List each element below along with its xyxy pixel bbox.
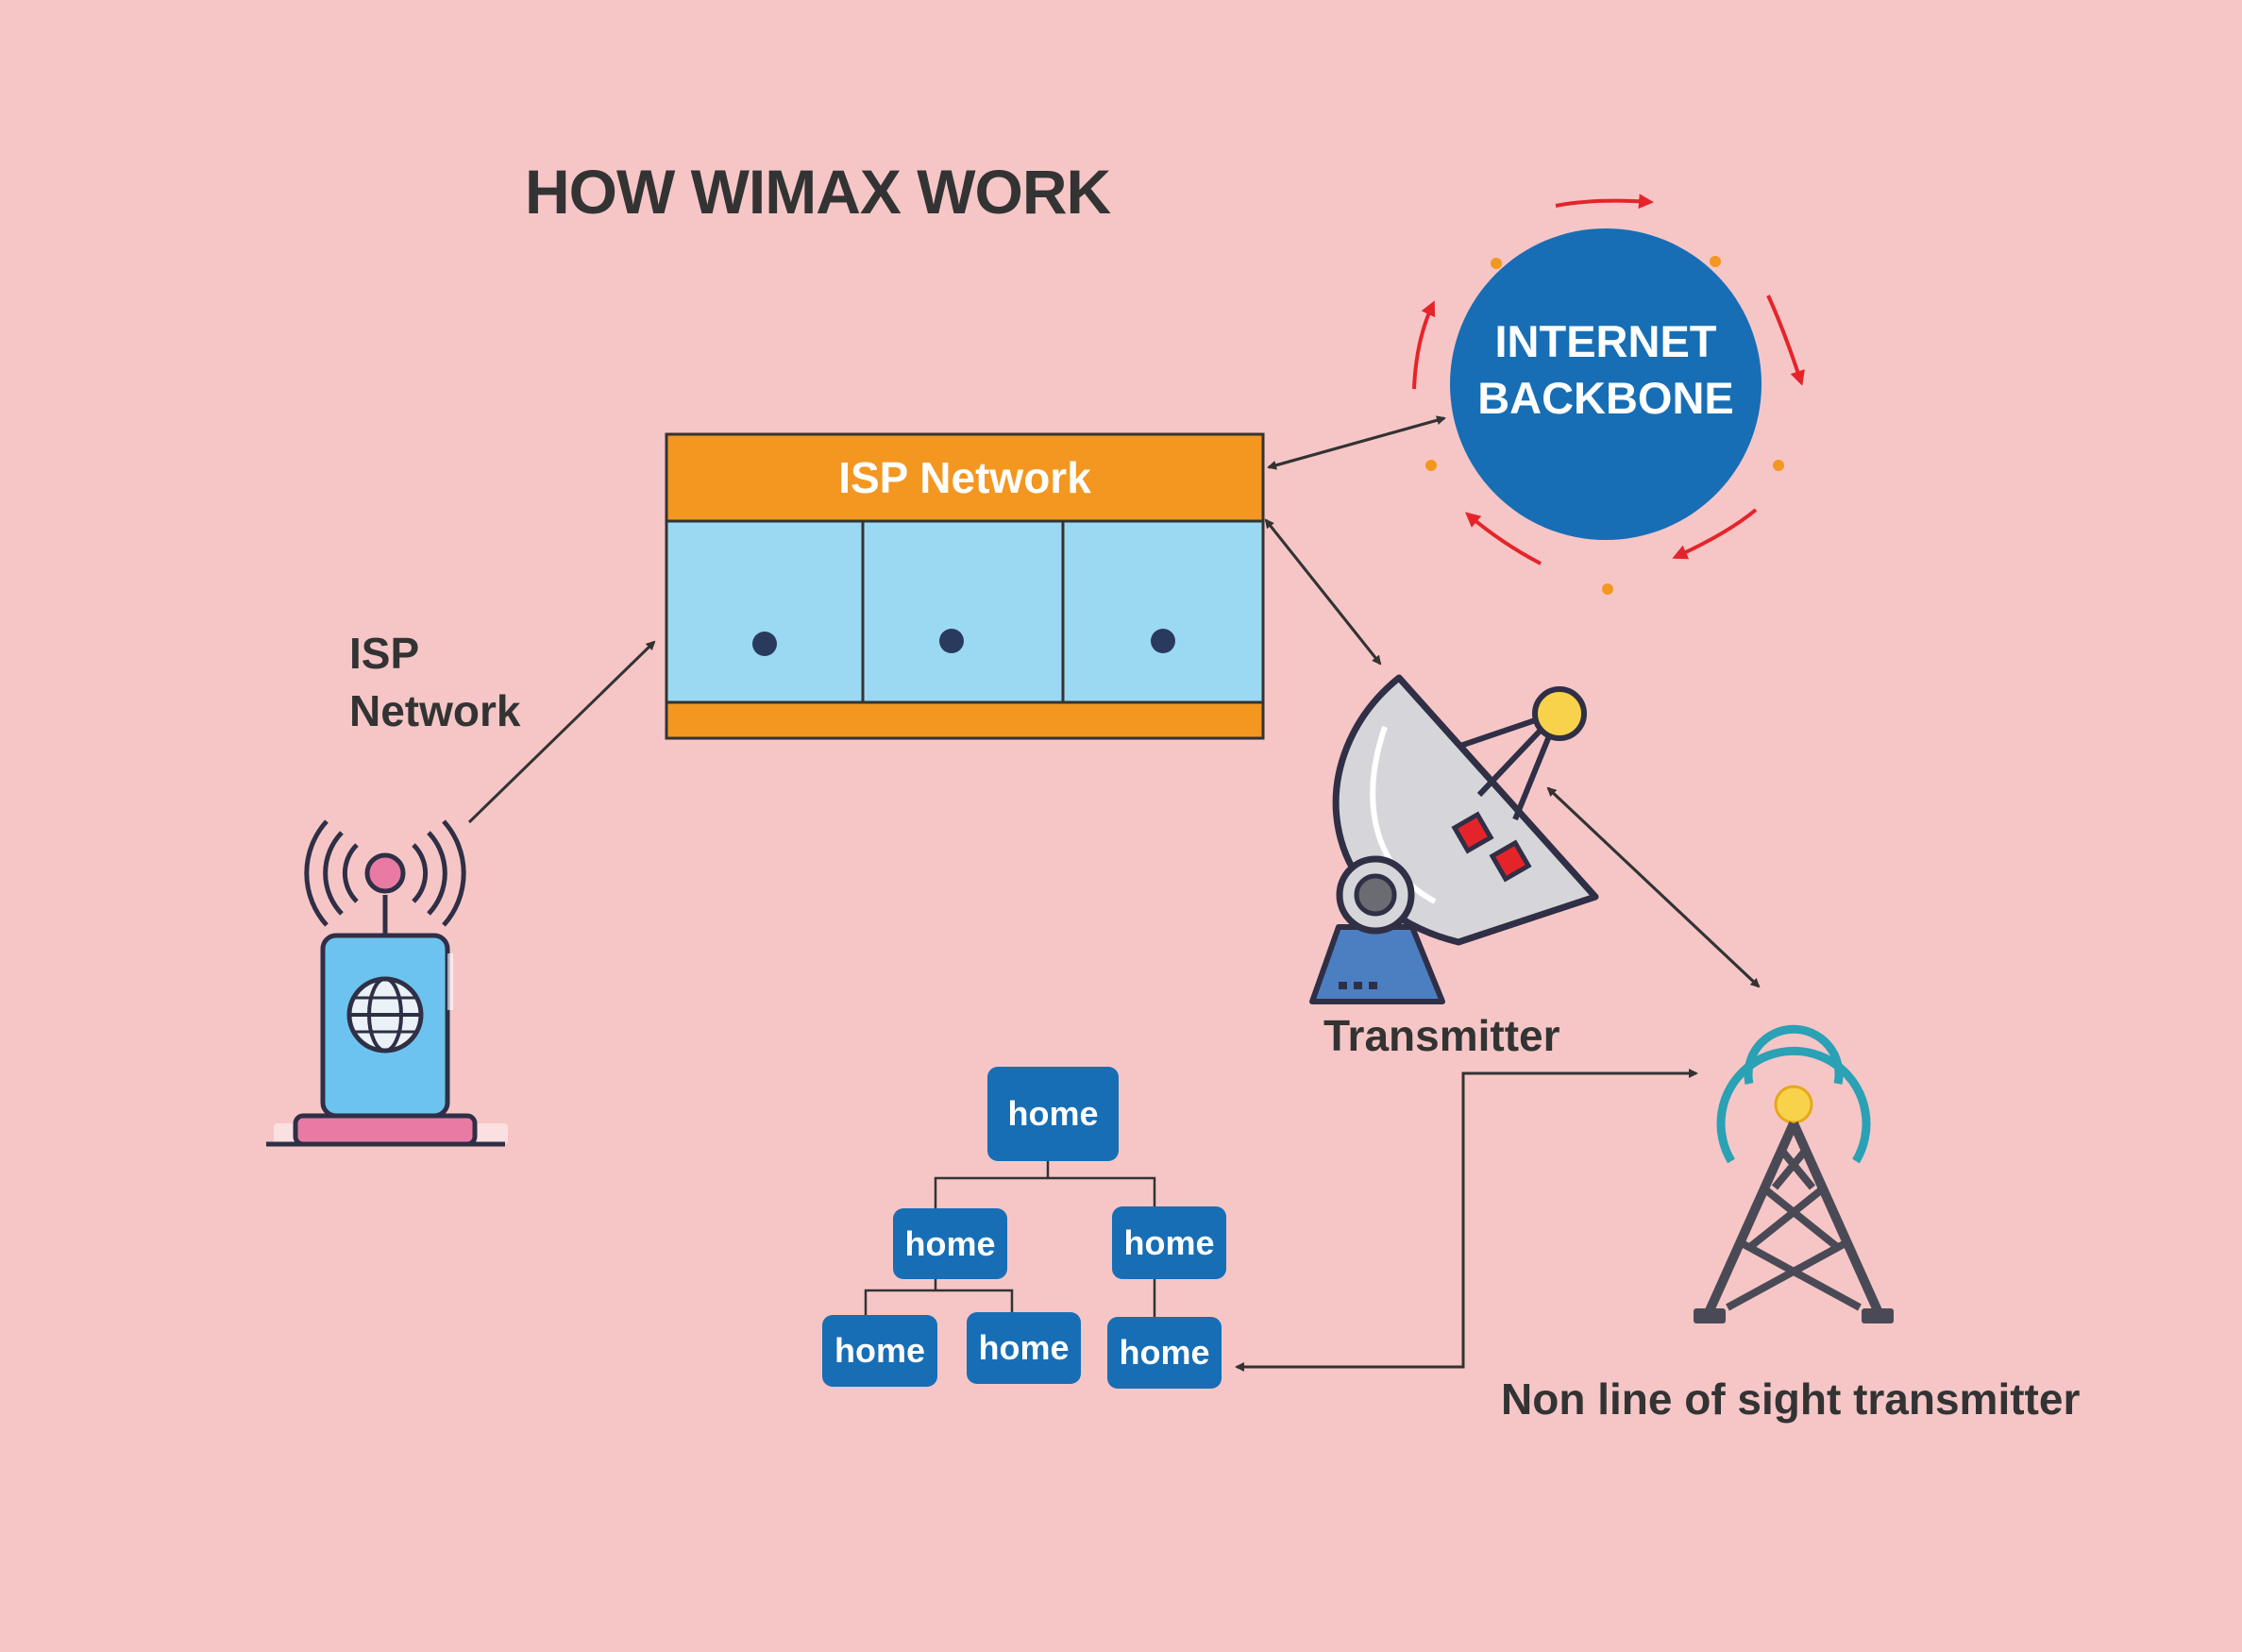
link-backbone-isp [1268,415,1446,469]
rotation-arrow [1766,295,1805,386]
backbone-line1: INTERNET [1494,316,1717,366]
home-node-root: home [987,1067,1119,1161]
internet-backbone [1412,194,1805,595]
isp-network-header: ISP Network [838,453,1091,502]
rotation-arrow [1412,300,1436,390]
link-router-isp [467,640,656,824]
home-node: home [822,1315,937,1387]
internet-backbone-label: INTERNET BACKBONE [1450,313,1762,427]
server-slot-dot [939,629,964,653]
diagram-title: HOW WIMAX WORK [525,157,1111,227]
server-slot-dot [752,632,777,656]
home-node: home [967,1312,1081,1384]
satellite-dish-icon [1309,674,1599,1004]
link-dish-tower [1546,786,1761,988]
rotation-arrow [1672,508,1758,560]
link-tower-homes [1235,1071,1696,1372]
home-node: home [1112,1206,1226,1279]
nlos-transmitter-label: Non line of sight transmitter [1501,1374,2081,1424]
transmitter-label: Transmitter [1323,1011,1560,1060]
link-isp-transmitter [1264,519,1382,666]
home-node: home [893,1208,1007,1279]
home-node: home [1107,1317,1222,1389]
rotation-arrow [1555,194,1654,210]
isp-label-line2: Network [349,686,521,735]
tower-icon [1694,1024,1894,1323]
wimax-router-icon [266,819,508,1147]
connectors [467,415,1761,1372]
rotation-arrow [1464,512,1542,565]
backbone-line2: BACKBONE [1477,373,1734,423]
isp-network-label: ISP Network [349,625,520,740]
isp-network-box [665,432,1265,740]
isp-label-line1: ISP [349,629,420,678]
server-slot-dot [1151,629,1175,653]
